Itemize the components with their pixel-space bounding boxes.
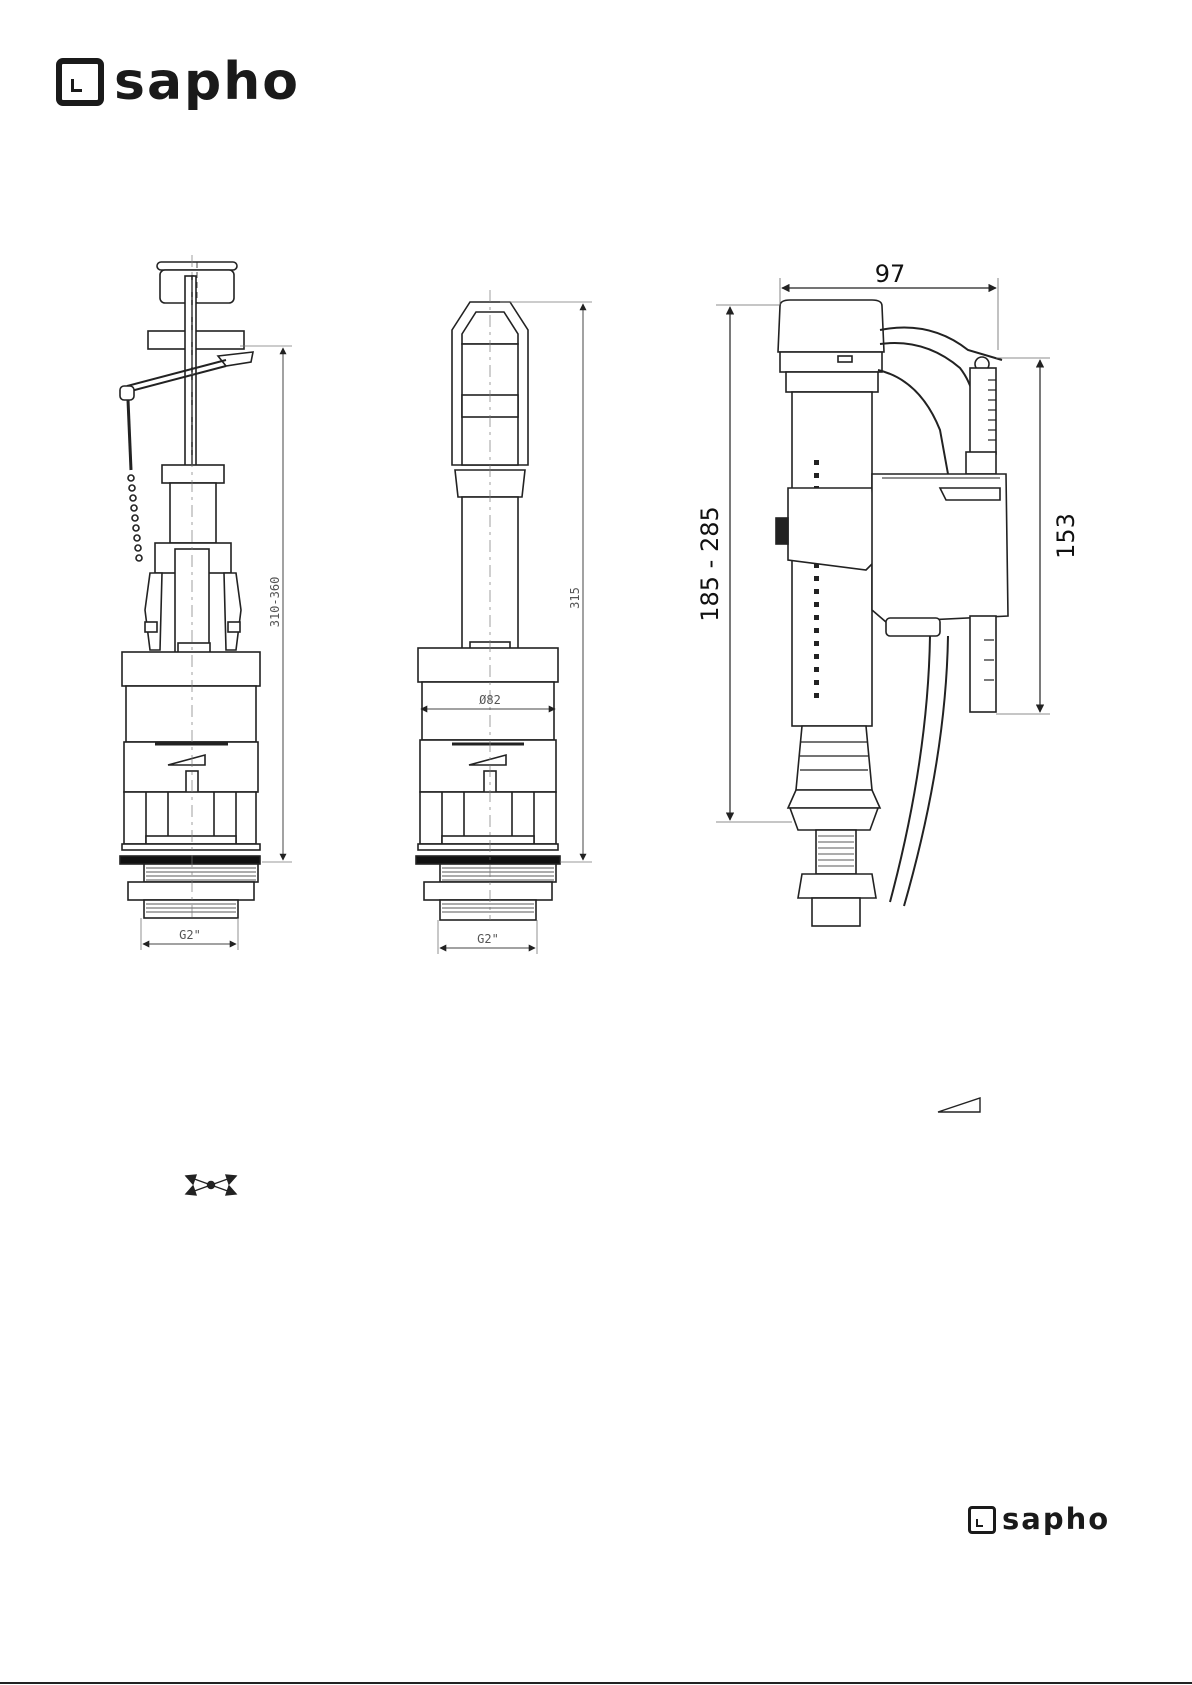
valve-height-label: 310-360 [268, 577, 282, 628]
wedge-icon [938, 1098, 980, 1112]
flush-thread-dimension: G2" [438, 920, 537, 954]
flush-valve-pipe-drawing [416, 290, 560, 920]
compress-arrows-icon [186, 1175, 236, 1195]
fill-height-label: 185 - 285 [696, 506, 724, 622]
flush-diameter-label: Ø82 [479, 693, 501, 707]
float-height-label: 153 [1052, 513, 1080, 559]
brand-logo-footer: sapho [968, 1505, 1110, 1534]
bottom-rule [0, 1682, 1192, 1684]
flush-thread-label: G2" [477, 932, 499, 946]
float-height-dimension: 153 [996, 358, 1080, 714]
brand-name: sapho [1002, 1505, 1110, 1534]
fill-width-label: 97 [875, 260, 906, 288]
flush-valve-lever-drawing [120, 255, 260, 918]
fill-valve-drawing [776, 300, 1008, 926]
flush-height-label: 315 [568, 587, 582, 609]
logo-square-icon [968, 1506, 996, 1534]
valve-thread-label: G2" [179, 928, 201, 942]
fill-height-dimension: 185 - 285 [696, 305, 792, 822]
valve-thread-dimension: G2" [141, 918, 238, 950]
